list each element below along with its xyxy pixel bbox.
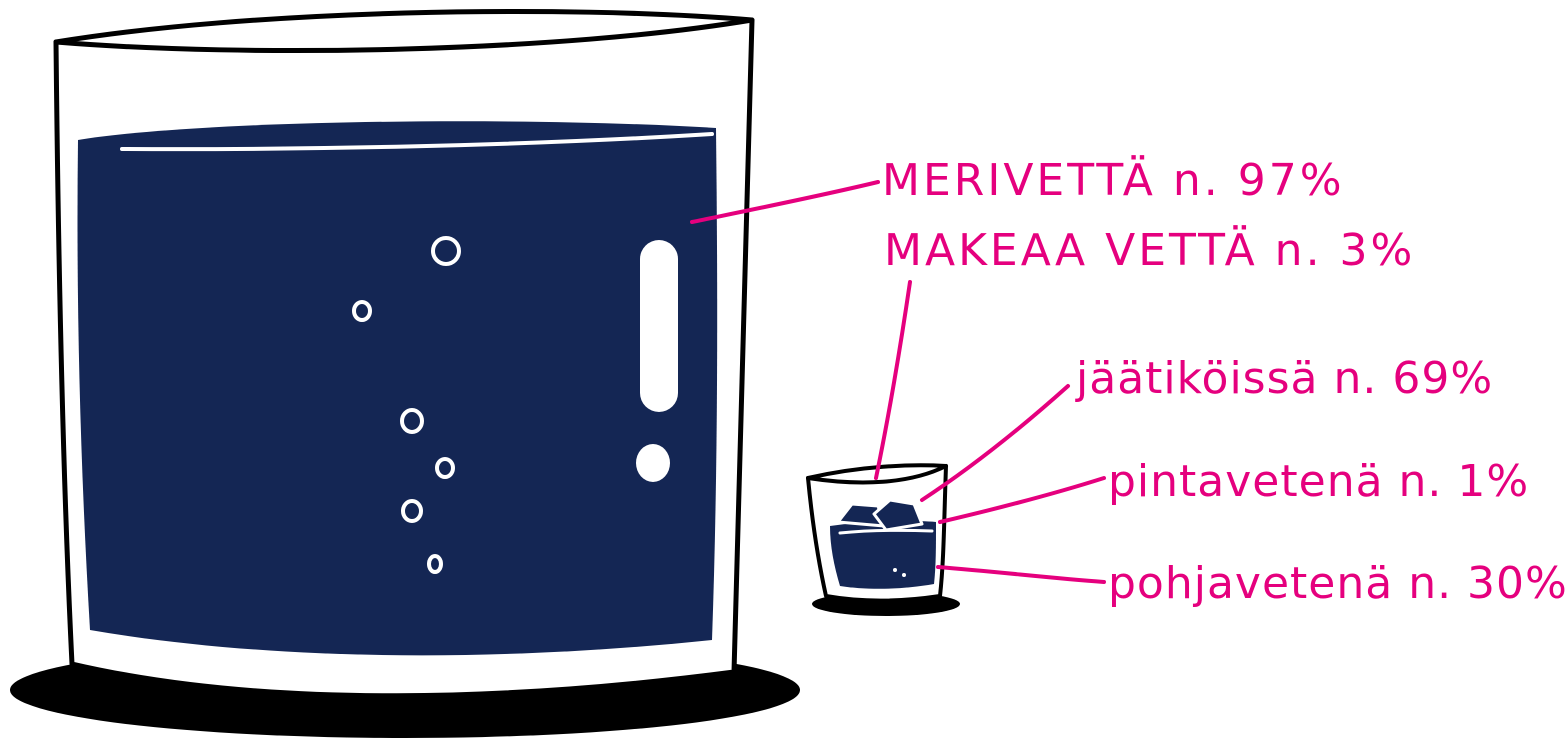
sea-water-label: MERIVETTÄ n. 97% [882,154,1345,206]
leader-line-groundwater [938,567,1104,582]
fresh-water-label: MAKEAA VETTÄ n. 3% [884,224,1415,276]
big-glass-icon [10,11,800,738]
exclamation-dot [636,444,670,482]
groundwater-label: pohjavetenä n. 30% [1108,558,1566,609]
sea-water [78,121,718,655]
glaciers-label: jäätiköissä n. 69% [1075,353,1493,404]
leader-line-surface-water [940,478,1104,522]
leader-line-fresh-water [876,282,910,478]
leader-line-glaciers [922,386,1068,500]
bubble [902,573,906,577]
surface-water-label: pintavetenä n. 1% [1108,456,1529,507]
exclamation-bar [640,240,678,412]
bubble [893,568,897,572]
